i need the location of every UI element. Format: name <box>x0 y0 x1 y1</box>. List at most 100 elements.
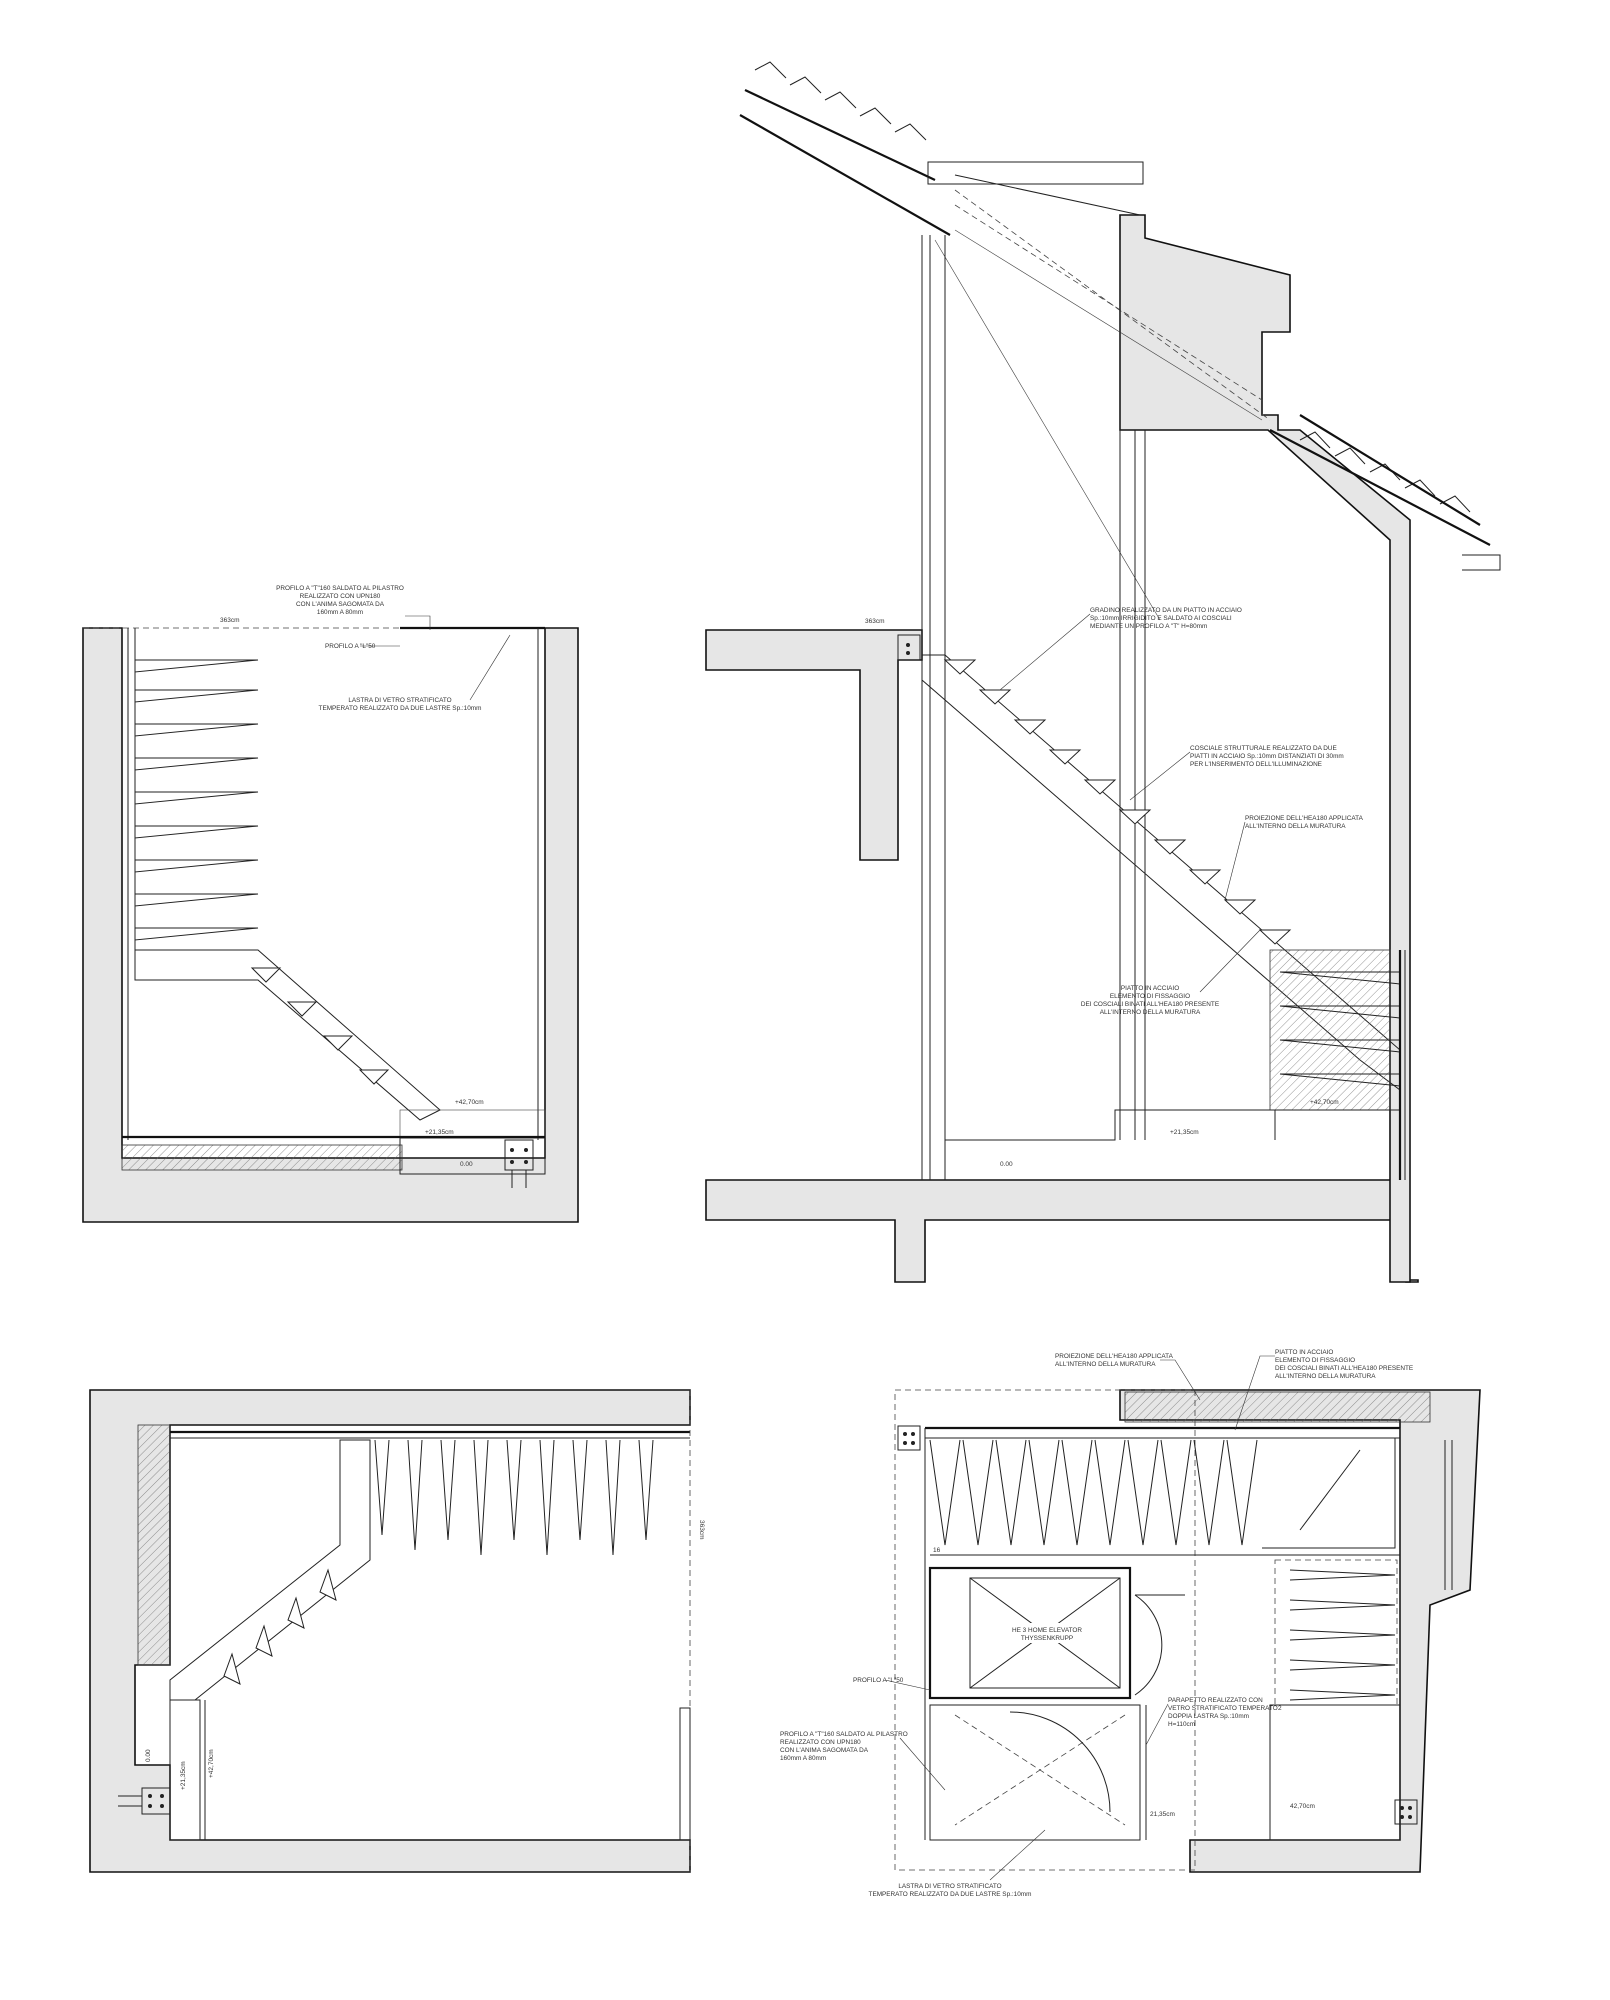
section-left: 363cm +42,70cm +21,35cm 0.00 PROFILO A "… <box>82 585 579 1223</box>
svg-text:LASTRA DI VETRO STRATIFICATO: LASTRA DI VETRO STRATIFICATO <box>348 697 451 704</box>
plan-right-note-piatto: PIATTO IN ACCIAIO ELEMENTO DI FISSAGGIO … <box>1234 1349 1413 1431</box>
plan-right-elevator-label: HE 3 HOME ELEVATOR THYSSENKRUPP <box>1008 1623 1086 1643</box>
section-left-bolts <box>504 1139 534 1188</box>
svg-text:PROIEZIONE DELL'HEA180 APPLICA: PROIEZIONE DELL'HEA180 APPLICATA <box>1245 815 1364 822</box>
plan-left-dim-b: +21,35cm <box>180 1761 187 1790</box>
svg-text:ALL'INTERNO DELLA MURATURA: ALL'INTERNO DELLA MURATURA <box>1245 823 1346 830</box>
svg-text:MEDIANTE UN PROFILO A "T" H=80: MEDIANTE UN PROFILO A "T" H=80mm <box>1090 623 1207 630</box>
plan-right-treads <box>929 1439 1258 1546</box>
plan-right-step-16: 16 <box>933 1547 941 1554</box>
plan-right-landing <box>929 1704 1141 1841</box>
section-right-light-dash <box>954 189 1271 421</box>
svg-text:CON L'ANIMA SAGOMATA DA: CON L'ANIMA SAGOMATA DA <box>296 601 385 608</box>
svg-text:PIATTI IN ACCIAIO Sp.:10mm DIS: PIATTI IN ACCIAIO Sp.:10mm DISTANZIATI D… <box>1190 753 1344 760</box>
plan-right-bolt-box <box>897 1425 1418 1825</box>
plan-right-elevator-cabin <box>969 1577 1121 1689</box>
section-right: 363cm +42,70cm +21,35cm 0.00 GRADINO REA… <box>705 61 1501 1283</box>
section-left-stringer <box>134 949 441 1121</box>
section-right-note-proiezione: PROIEZIONE DELL'HEA180 APPLICATA ALL'INT… <box>1224 815 1364 901</box>
plan-left-dim-a: 0.00 <box>145 1749 152 1762</box>
section-right-roof-slope-upper <box>739 114 951 236</box>
section-left-dim-zero: 0.00 <box>460 1161 473 1168</box>
svg-text:DEI COSCIALI BINATI ALL'HEA180: DEI COSCIALI BINATI ALL'HEA180 PRESENTE <box>1275 1365 1413 1372</box>
svg-text:DOPPIA LASTRA Sp.:10mm: DOPPIA LASTRA Sp.:10mm <box>1168 1713 1249 1720</box>
plan-right-side-treads <box>1289 1569 1396 1701</box>
svg-text:H=110cm: H=110cm <box>1168 1721 1195 1728</box>
svg-text:PER L'INSERIMENTO DELL'ILLUMIN: PER L'INSERIMENTO DELL'ILLUMINAZIONE <box>1190 761 1322 768</box>
plan-right-elevator-outer <box>928 1566 1132 1700</box>
plan-right-dim-upper: 42,70cm <box>1290 1803 1315 1810</box>
svg-text:160mm A 80mm: 160mm A 80mm <box>317 609 363 616</box>
svg-text:REALIZZATO CON UPN180: REALIZZATO CON UPN180 <box>300 593 381 600</box>
section-left-note-lastra: LASTRA DI VETRO STRATIFICATO TEMPERATO R… <box>319 634 511 712</box>
section-left-note-top: PROFILO A "T"160 SALDATO AL PILASTRO REA… <box>276 585 431 630</box>
svg-text:PROIEZIONE DELL'HEA180 APPLICA: PROIEZIONE DELL'HEA180 APPLICATA <box>1055 1353 1174 1360</box>
plan-right-step-2: 2 <box>1278 1705 1282 1712</box>
plan-right-hatch-beam <box>1124 1391 1431 1423</box>
section-left-note-profilo: PROFILO A "L"50 <box>325 643 376 650</box>
section-left-treads-lower <box>250 967 390 1085</box>
svg-text:TEMPERATO REALIZZATO DA DUE LA: TEMPERATO REALIZZATO DA DUE LASTRE Sp.:1… <box>319 705 482 712</box>
section-right-bolt-box <box>897 634 921 661</box>
plan-left-treads <box>374 1439 654 1556</box>
section-right-note-gradino: GRADINO REALIZZATO DA UN PIATTO IN ACCIA… <box>999 607 1242 691</box>
svg-text:GRADINO REALIZZATO DA UN PIATT: GRADINO REALIZZATO DA UN PIATTO IN ACCIA… <box>1090 607 1242 614</box>
plan-left-dim-c: +42,70cm <box>208 1749 215 1778</box>
svg-text:ALL'INTERNO DELLA MURATURA: ALL'INTERNO DELLA MURATURA <box>1275 1373 1376 1380</box>
plan-right-walls <box>1119 1389 1481 1873</box>
svg-text:TEMPERATO REALIZZATO DA DUE LA: TEMPERATO REALIZZATO DA DUE LASTRE Sp.:1… <box>869 1891 1032 1898</box>
svg-text:REALIZZATO CON UPN180: REALIZZATO CON UPN180 <box>780 1739 861 1746</box>
svg-text:Sp.:10mm IRRIGIDITO E SALDATO: Sp.:10mm IRRIGIDITO E SALDATO AI COSCIAL… <box>1090 615 1232 622</box>
svg-text:COSCIALE STRUTTURALE REALIZZAT: COSCIALE STRUTTURALE REALIZZATO DA DUE <box>1190 745 1337 752</box>
section-left-walls <box>82 627 579 1223</box>
svg-text:ALL'INTERNO DELLA MURATURA: ALL'INTERNO DELLA MURATURA <box>1055 1361 1156 1368</box>
svg-text:CON L'ANIMA SAGOMATA DA: CON L'ANIMA SAGOMATA DA <box>780 1747 869 1754</box>
section-right-dim-zero: 0.00 <box>1000 1161 1013 1168</box>
svg-text:PROFILO A "T"160 SALDATO AL PI: PROFILO A "T"160 SALDATO AL PILASTRO <box>780 1731 908 1738</box>
section-left-floor-hatch <box>121 1144 403 1171</box>
section-left-treads-upper <box>134 659 259 941</box>
plan-left-diag-treads <box>223 1568 337 1685</box>
section-right-note-cosciale: COSCIALE STRUTTURALE REALIZZATO DA DUE P… <box>1129 745 1344 801</box>
svg-text:ALL'INTERNO DELLA MURATURA: ALL'INTERNO DELLA MURATURA <box>1100 1009 1201 1016</box>
svg-text:VETRO STRATIFICATO TEMPERATO: VETRO STRATIFICATO TEMPERATO <box>1168 1705 1278 1712</box>
plan-right-door-swing <box>1134 1594 1163 1696</box>
section-left-dim-mid: +21,35cm <box>425 1129 454 1136</box>
section-right-treads <box>943 659 1292 945</box>
svg-text:PIATTO IN ACCIAIO: PIATTO IN ACCIAIO <box>1121 985 1179 992</box>
section-left-dim-top: 363cm <box>220 617 240 624</box>
section-right-dim-top: 363cm <box>865 618 885 625</box>
plan-left-walls <box>89 1389 691 1873</box>
section-left-dim-upper: +42,70cm <box>455 1099 484 1106</box>
plan-right: HE 3 HOME ELEVATOR THYSSENKRUPP 16 2 21,… <box>780 1349 1481 1898</box>
svg-text:ELEMENTO DI FISSAGGIO: ELEMENTO DI FISSAGGIO <box>1110 993 1190 1000</box>
svg-text:DEI COSCIALI BINATI ALL'HEA180: DEI COSCIALI BINATI ALL'HEA180 PRESENTE <box>1081 1001 1219 1008</box>
section-right-floor-slab <box>705 1179 1419 1283</box>
plan-right-diag <box>1299 1449 1361 1531</box>
section-right-left-slab <box>705 629 923 861</box>
plan-left-dim-side: 363cm <box>698 1520 705 1540</box>
plan-right-note-lastra: LASTRA DI VETRO STRATIFICATO TEMPERATO R… <box>869 1829 1046 1898</box>
svg-text:ELEMENTO DI FISSAGGIO: ELEMENTO DI FISSAGGIO <box>1275 1357 1355 1364</box>
svg-text:LASTRA DI VETRO STRATIFICATO: LASTRA DI VETRO STRATIFICATO <box>898 1883 1001 1890</box>
plan-left-stringer <box>169 1439 371 1701</box>
plan-left-bolts <box>118 1787 171 1815</box>
svg-text:160mm A 80mm: 160mm A 80mm <box>780 1755 826 1762</box>
plan-right-note-parapetto: PARAPETTO REALIZZATO CON VETRO STRATIFIC… <box>1145 1697 1278 1746</box>
svg-text:HE 3 HOME ELEVATOR: HE 3 HOME ELEVATOR <box>1012 1627 1082 1634</box>
section-right-dim-mid: +21,35cm <box>1170 1129 1199 1136</box>
svg-text:THYSSENKRUPP: THYSSENKRUPP <box>1021 1635 1073 1642</box>
plan-left: 363cm 0.00 +21,35cm +42,70cm <box>89 1389 705 1873</box>
section-right-note-piatto: PIATTO IN ACCIAIO ELEMENTO DI FISSAGGIO … <box>1081 929 1261 1016</box>
svg-text:PARAPETTO REALIZZATO CON: PARAPETTO REALIZZATO CON <box>1168 1697 1263 1704</box>
plan-right-note-t160: PROFILO A "T"160 SALDATO AL PILASTRO REA… <box>780 1731 946 1791</box>
plan-right-note-proiezione: PROIEZIONE DELL'HEA180 APPLICATA ALL'INT… <box>1055 1353 1201 1401</box>
section-right-roof-wall <box>1119 214 1411 1283</box>
plan-left-hatch-wall <box>137 1424 171 1666</box>
plan-right-boundary <box>894 1389 1196 1871</box>
svg-text:PROFILO A "T"160 SALDATO AL PI: PROFILO A "T"160 SALDATO AL PILASTRO <box>276 585 404 592</box>
svg-text:PIATTO IN ACCIAIO: PIATTO IN ACCIAIO <box>1275 1349 1333 1356</box>
section-right-dim-upper: +42,70cm <box>1310 1099 1339 1106</box>
section-right-skylight <box>927 161 1144 185</box>
